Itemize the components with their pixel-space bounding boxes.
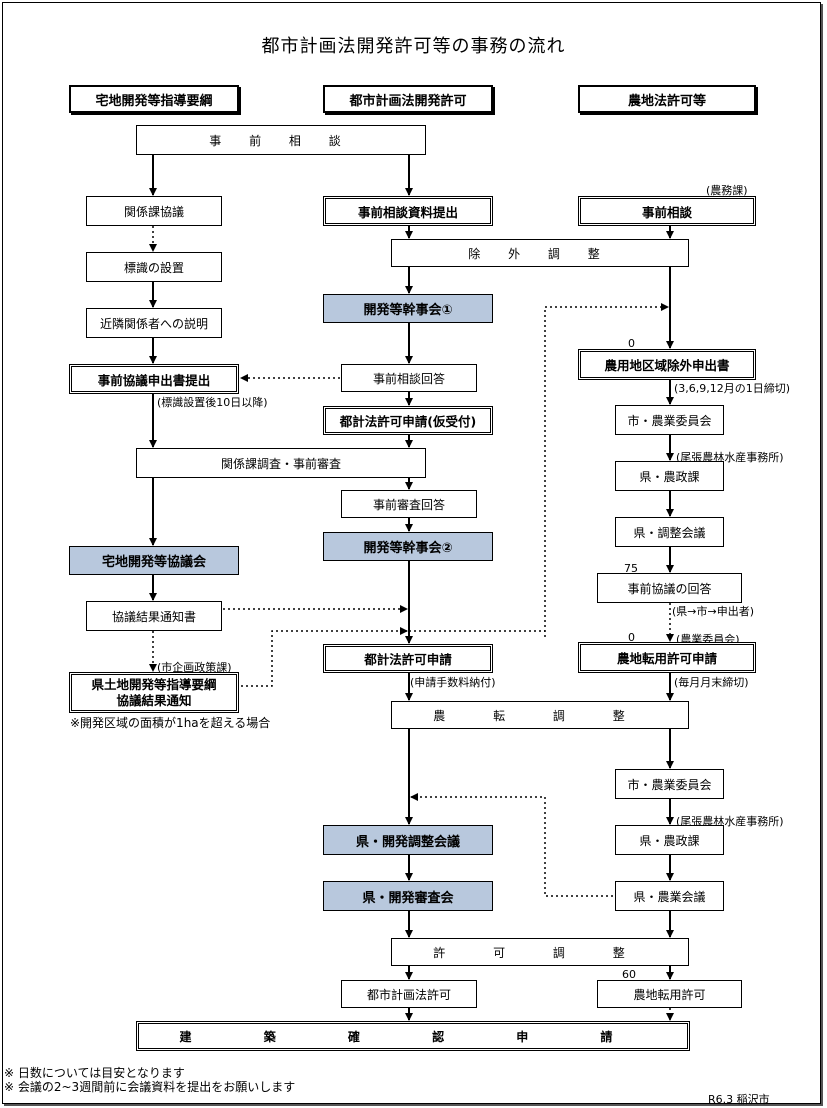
footer-note-2: ※ 会議の2~3週間前に会議資料を提出をお願いします bbox=[4, 1080, 296, 1094]
note-ken-shi: (県→市→申出者) bbox=[672, 605, 755, 618]
note-owari-1: (尾張農林水産事務所) bbox=[676, 451, 784, 464]
day-0-b: 0 bbox=[628, 631, 635, 644]
header-takuchi: 宅地開発等指導要綱 bbox=[69, 85, 239, 113]
box-jizen-soudan: 事 前 相 談 bbox=[136, 125, 426, 155]
box-takuchi-kyougikai: 宅地開発等協議会 bbox=[69, 546, 239, 575]
note-tesuuryou: (申請手数料納付) bbox=[410, 676, 496, 689]
box-toshi-kyoka: 都市計画法許可 bbox=[341, 980, 477, 1008]
note-noumuka: (農務課) bbox=[706, 184, 748, 197]
box-nouten-shinsei: 農地転用許可申請 bbox=[578, 642, 756, 673]
box-nouchi-kyoka: 農地転用許可 bbox=[597, 980, 742, 1008]
box-kyoka-chousei: 許 可 調 整 bbox=[391, 938, 689, 966]
box-nouten-chousei: 農 転 調 整 bbox=[391, 701, 689, 729]
box-ken-youkou: 県土地開発等指導要綱 協議結果通知 bbox=[69, 672, 239, 713]
footer-stamp: R6.3 稲沢市 bbox=[708, 1093, 770, 1106]
note-hyoushiki-10: (標識設置後10日以降) bbox=[157, 396, 268, 409]
box-kenchiku-kakunin: 建 築 確 認 申 請 bbox=[136, 1021, 690, 1051]
page-title: 都市計画法開発許可等の事務の流れ bbox=[261, 36, 566, 57]
box-jizen-kaitou: 事前相談回答 bbox=[341, 364, 477, 392]
note-owari-2: (尾張農林水産事務所) bbox=[676, 815, 784, 828]
box-kankeika-kyougi: 関係課協議 bbox=[86, 196, 222, 226]
footer-note-1: ※ 日数については目安となります bbox=[4, 1066, 185, 1080]
box-jizen-kyougi-kaitou: 事前協議の回答 bbox=[597, 573, 742, 603]
day-0-a: 0 bbox=[628, 337, 635, 350]
ken-youkou-line2: 協議結果通知 bbox=[116, 692, 192, 708]
note-shimekiri-1: (3,6,9,12月の1日締切) bbox=[674, 382, 791, 395]
box-tokeihou-shinsei: 都計法許可申請 bbox=[323, 644, 493, 673]
box-shi-nougyou-1: 市・農業委員会 bbox=[615, 405, 724, 435]
box-ken-nousei-2: 県・農政課 bbox=[615, 825, 724, 855]
header-toshikeikaku: 都市計画法開発許可 bbox=[323, 85, 493, 113]
ken-youkou-line1: 県土地開発等指導要綱 bbox=[91, 676, 217, 692]
dotted-ken-to-center bbox=[241, 627, 408, 687]
box-nouka-jizen: 事前相談 bbox=[578, 196, 756, 226]
box-kyougi-kekka: 協議結果通知書 bbox=[86, 601, 222, 631]
box-kinrin: 近隣関係者への説明 bbox=[86, 308, 222, 338]
note-maitsuki: (毎月月末締切) bbox=[674, 676, 749, 689]
box-ken-nousei-1: 県・農政課 bbox=[615, 461, 724, 491]
box-ken-shinsa-kai: 県・開発審査会 bbox=[323, 881, 493, 911]
box-tokeihou-kari: 都計法許可申請(仮受付) bbox=[323, 406, 493, 435]
box-ken-chousei: 県・調整会議 bbox=[615, 517, 724, 547]
box-jogai-chousei: 除 外 調 整 bbox=[391, 239, 689, 267]
dotted-loop-to-nouyou bbox=[544, 303, 669, 637]
header-nouchi: 農地法許可等 bbox=[578, 85, 756, 113]
box-kanji-1: 開発等幹事会① bbox=[323, 294, 493, 323]
note-over-1ha: ※開発区域の面積が1haを超える場合 bbox=[70, 716, 271, 730]
box-hyoushiki: 標識の設置 bbox=[86, 252, 222, 282]
box-ken-chousei-kaigi: 県・開発調整会議 bbox=[323, 825, 493, 855]
box-jizen-kyougi-moushide: 事前協議申出書提出 bbox=[69, 364, 239, 394]
box-kankeika-chousa: 関係課調査・事前審査 bbox=[136, 448, 426, 478]
box-nouyou-jogai: 農用地区域除外申出書 bbox=[578, 349, 756, 380]
box-kanji-2: 開発等幹事会② bbox=[323, 532, 493, 561]
day-60: 60 bbox=[622, 968, 636, 981]
box-jizen-shinsa-kaitou: 事前審査回答 bbox=[341, 490, 477, 518]
box-shi-nougyou-2: 市・農業委員会 bbox=[615, 769, 724, 799]
box-ken-nougyou-kaigi: 県・農業会議 bbox=[615, 881, 724, 911]
box-jizen-shiryou: 事前相談資料提出 bbox=[323, 196, 493, 226]
note-kikaku: (市企画政策課) bbox=[157, 661, 232, 674]
day-75: 75 bbox=[624, 562, 638, 575]
